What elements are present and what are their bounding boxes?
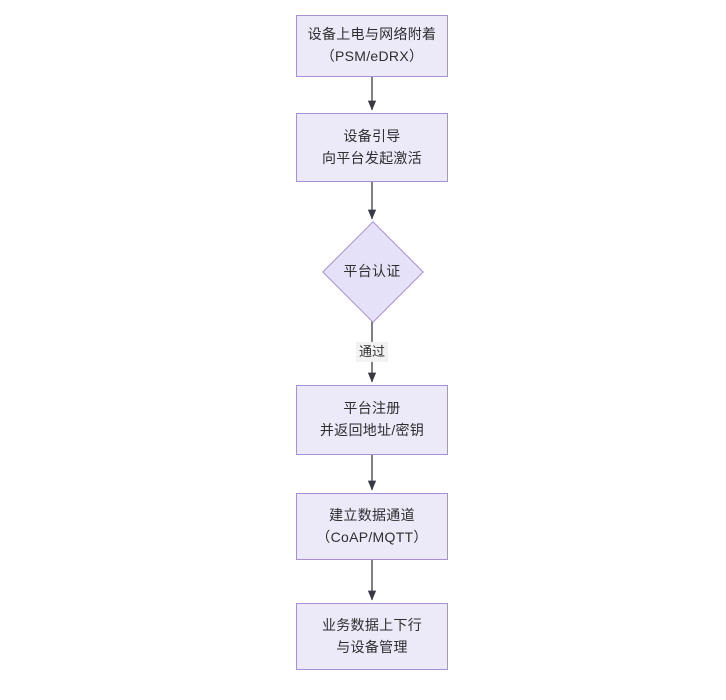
node-bootstrap-line2: 向平台发起激活 [321,149,423,166]
node-bootstrap[interactable]: 设备引导 向平台发起激活 [296,113,448,182]
node-service-line1: 业务数据上下行 [321,616,423,633]
node-channel-line2: （CoAP/MQTT） [316,528,428,545]
node-power-on-line2: （PSM/eDRX） [320,48,424,64]
edge-label-pass: 通过 [355,341,389,363]
node-channel-line1: 建立数据通道 [329,506,415,523]
node-service-line2: 与设备管理 [336,638,408,655]
node-service[interactable]: 业务数据上下行 与设备管理 [296,603,448,670]
node-power-on[interactable]: 设备上电与网络附着 （PSM/eDRX） [296,15,448,77]
node-channel[interactable]: 建立数据通道 （CoAP/MQTT） [296,493,448,560]
node-bootstrap-line1: 设备引导 [343,127,401,144]
node-auth-label: 平台认证 [343,263,401,279]
node-register-line2: 并返回地址/密钥 [319,422,425,438]
node-register-line1: 平台注册 [343,400,401,417]
node-register[interactable]: 平台注册 并返回地址/密钥 [296,385,448,455]
node-power-on-line1: 设备上电与网络附着 [307,26,437,43]
node-auth-decision[interactable]: 平台认证 [312,221,432,323]
